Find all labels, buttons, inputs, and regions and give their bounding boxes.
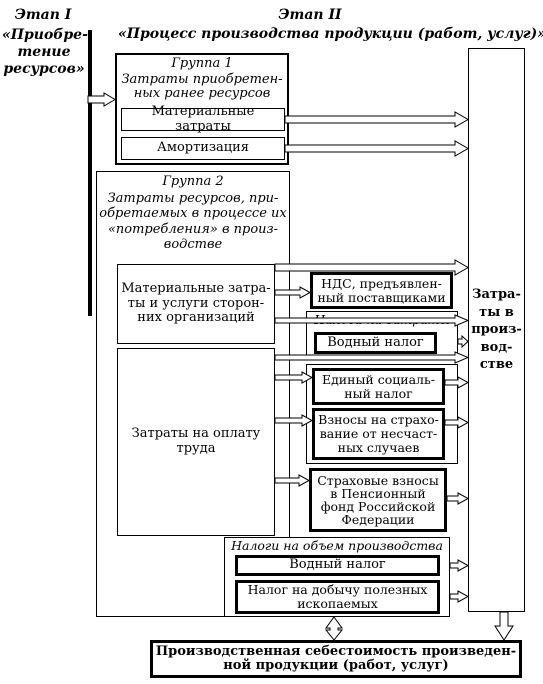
pension-insurance-box: Страховые взносы в Пенсионный фонд Росси… — [309, 468, 447, 532]
arrow-labor-top — [274, 351, 470, 364]
stage2-title: Этап II — [278, 7, 342, 23]
volume-taxes-water-tax-box: Водный налог — [235, 555, 440, 576]
group1-depreciation: Амортизация — [121, 137, 285, 160]
cost-taxes-water-tax-label: Водный налог — [327, 334, 424, 350]
accident-insurance-box: Взносы на страхо- вание от несчаст- ных … — [312, 408, 445, 460]
arrow-labor-to-pension — [274, 474, 311, 487]
mineral-tax-box: Налог на добычу полезных ископаемых — [235, 580, 440, 614]
group2-title: Группа 2 — [162, 174, 224, 189]
arrow-group2-result — [324, 616, 344, 641]
arrow-group2-top — [274, 259, 470, 276]
group1-material-costs-label: Материальные затраты — [151, 103, 255, 134]
pension-insurance-label: Страховые взносы в Пенсионный фонд Росси… — [317, 472, 439, 528]
production-costs-box: Затра- ты в произ- вод- стве — [468, 48, 525, 612]
stage1-subtitle: «Приобре- тение ресурсов» — [2, 27, 88, 77]
group2-labor-label: Затраты на оплату труда — [131, 426, 261, 456]
arrow-accident-insurance — [444, 416, 470, 429]
arrow-materials-lower — [274, 314, 470, 327]
arrow-mineral-tax — [449, 590, 470, 603]
cost-of-production-label: Производственная себестоимость произведе… — [155, 643, 517, 673]
group1-title: Группа 1 — [171, 56, 233, 71]
arrow-social-tax — [444, 376, 470, 389]
mineral-tax-label: Налог на добычу полезных ископаемых — [247, 582, 428, 611]
stage-divider-line — [88, 30, 92, 316]
group1-description: Затраты приобретен- ных ранее ресурсов — [121, 72, 283, 102]
group1-material-costs: Материальные затраты — [121, 103, 285, 134]
arrow-production-to-result — [494, 611, 514, 641]
group2-materials-box: Материальные затра- ты и услуги сторон- … — [117, 264, 275, 344]
arrow-labor-to-social — [274, 371, 314, 384]
arrow-material-costs — [284, 111, 470, 128]
social-tax-box: Единый социаль- ный налог — [312, 368, 445, 405]
stage2-subtitle: «Процесс производства продукции (работ, … — [118, 26, 543, 42]
arrow-stage1-to-group1 — [87, 92, 116, 107]
volume-taxes-water-tax-label: Водный налог — [289, 557, 386, 573]
arrow-materials-to-vat — [274, 286, 312, 299]
arrow-labor-to-accident — [274, 414, 314, 427]
arrow-water-tax — [457, 334, 469, 349]
group2-labor-box: Затраты на оплату труда — [117, 348, 275, 536]
group2-description: Затраты ресурсов, при- обретаемых в проц… — [99, 191, 287, 252]
group1-depreciation-label: Амортизация — [156, 140, 250, 156]
cost-taxes-water-tax-box: Водный налог — [314, 332, 437, 354]
group2-materials-label: Материальные затра- ты и услуги сторон- … — [121, 281, 271, 326]
arrow-volume-water-tax — [449, 559, 470, 572]
accident-insurance-label: Взносы на страхо- вание от несчаст- ных … — [318, 412, 439, 455]
social-tax-label: Единый социаль- ный налог — [321, 371, 436, 401]
vat-box: НДС, предъявлен- ный поставщиками — [310, 272, 453, 309]
arrow-depreciation — [284, 140, 470, 157]
cost-of-production-box: Производственная себестоимость произведе… — [150, 640, 522, 678]
vat-label: НДС, предъявлен- ный поставщиками — [317, 275, 446, 305]
stage1-title: Этап I — [14, 7, 72, 23]
volume-taxes-title: Налоги на объем производства — [231, 538, 443, 553]
arrow-pension-insurance — [446, 492, 470, 505]
production-costs-label: Затра- ты в произ- вод- стве — [471, 287, 522, 373]
